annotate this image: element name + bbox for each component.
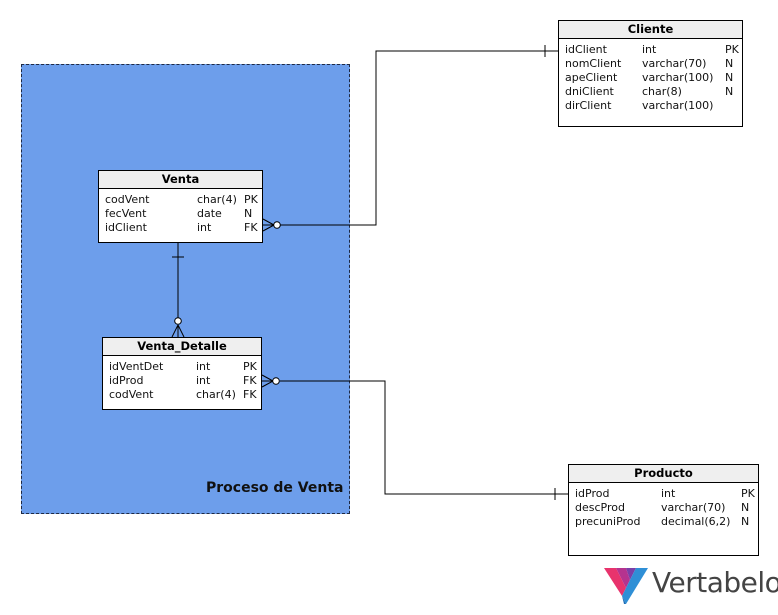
table-row: idVentDet int PK	[103, 360, 261, 374]
vertabelo-logo: Vertabelo	[604, 566, 778, 606]
column-name: idClient	[105, 221, 147, 234]
column-flag: N	[741, 501, 750, 514]
column-type: int	[197, 221, 212, 234]
column-type: varchar(100)	[642, 71, 714, 84]
column-type: int	[196, 374, 211, 387]
relationship-venta-ventadetalle[interactable]	[171, 243, 185, 338]
table-cliente-title: Cliente	[559, 21, 742, 39]
column-name: idClient	[565, 43, 607, 56]
relationship-ventadetalle-producto[interactable]	[261, 374, 569, 500]
column-flag: N	[725, 57, 734, 70]
column-type: char(4)	[197, 193, 237, 206]
table-row: codVent char(4) FK	[103, 388, 261, 402]
column-flag: PK	[244, 193, 258, 206]
table-venta[interactable]: Venta codVent char(4) PK fecVent date N idCl…	[98, 170, 263, 243]
table-row: descProd varchar(70) N	[569, 501, 758, 515]
table-row: nomClient varchar(70) N	[559, 57, 742, 71]
table-row: idProd int PK	[569, 487, 758, 501]
column-flag: FK	[243, 374, 257, 387]
column-type: char(8)	[642, 85, 682, 98]
column-type: char(4)	[196, 388, 236, 401]
column-name: codVent	[109, 388, 154, 401]
table-row: idClient int PK	[559, 43, 742, 57]
table-row: idClient int FK	[99, 221, 262, 235]
subject-area-proceso-de-venta[interactable]	[21, 64, 350, 514]
subject-area-label: Proceso de Venta	[206, 480, 344, 496]
column-flag: N	[741, 515, 750, 528]
column-type: int	[196, 360, 211, 373]
column-name: idVentDet	[109, 360, 164, 373]
table-row: apeClient varchar(100) N	[559, 71, 742, 85]
column-name: apeClient	[565, 71, 618, 84]
table-venta-detalle-title: Venta_Detalle	[103, 338, 261, 356]
column-type: varchar(70)	[661, 501, 726, 514]
column-flag: N	[725, 85, 734, 98]
column-type: varchar(100)	[642, 99, 714, 112]
column-name: codVent	[105, 193, 150, 206]
vertabelo-logo-icon	[604, 568, 648, 604]
table-row: fecVent date N	[99, 207, 262, 221]
column-name: idProd	[109, 374, 144, 387]
column-flag: FK	[244, 221, 258, 234]
table-row: idProd int FK	[103, 374, 261, 388]
column-name: descProd	[575, 501, 625, 514]
column-name: precuniProd	[575, 515, 641, 528]
column-name: dirClient	[565, 99, 612, 112]
column-flag: N	[244, 207, 253, 220]
table-row: precuniProd decimal(6,2) N	[569, 515, 758, 529]
column-flag: N	[725, 71, 734, 84]
column-name: fecVent	[105, 207, 147, 220]
table-row: codVent char(4) PK	[99, 193, 262, 207]
vertabelo-logo-text: Vertabelo	[652, 566, 778, 599]
table-cliente[interactable]: Cliente idClient int PK nomClient varchar(7…	[558, 20, 743, 127]
relationship-venta-cliente[interactable]	[262, 45, 559, 232]
column-type: int	[661, 487, 676, 500]
column-type: varchar(70)	[642, 57, 707, 70]
column-type: int	[642, 43, 657, 56]
table-row: dirClient varchar(100)	[559, 99, 742, 113]
column-name: dniClient	[565, 85, 614, 98]
column-flag: PK	[741, 487, 755, 500]
table-row: dniClient char(8) N	[559, 85, 742, 99]
column-name: nomClient	[565, 57, 622, 70]
column-flag: FK	[243, 388, 257, 401]
column-flag: PK	[243, 360, 257, 373]
column-name: idProd	[575, 487, 610, 500]
column-type: decimal(6,2)	[661, 515, 731, 528]
table-producto[interactable]: Producto idProd int PK descProd varchar(70)…	[568, 464, 759, 556]
table-producto-title: Producto	[569, 465, 758, 483]
table-venta-title: Venta	[99, 171, 262, 189]
column-flag: PK	[725, 43, 739, 56]
column-type: date	[197, 207, 222, 220]
